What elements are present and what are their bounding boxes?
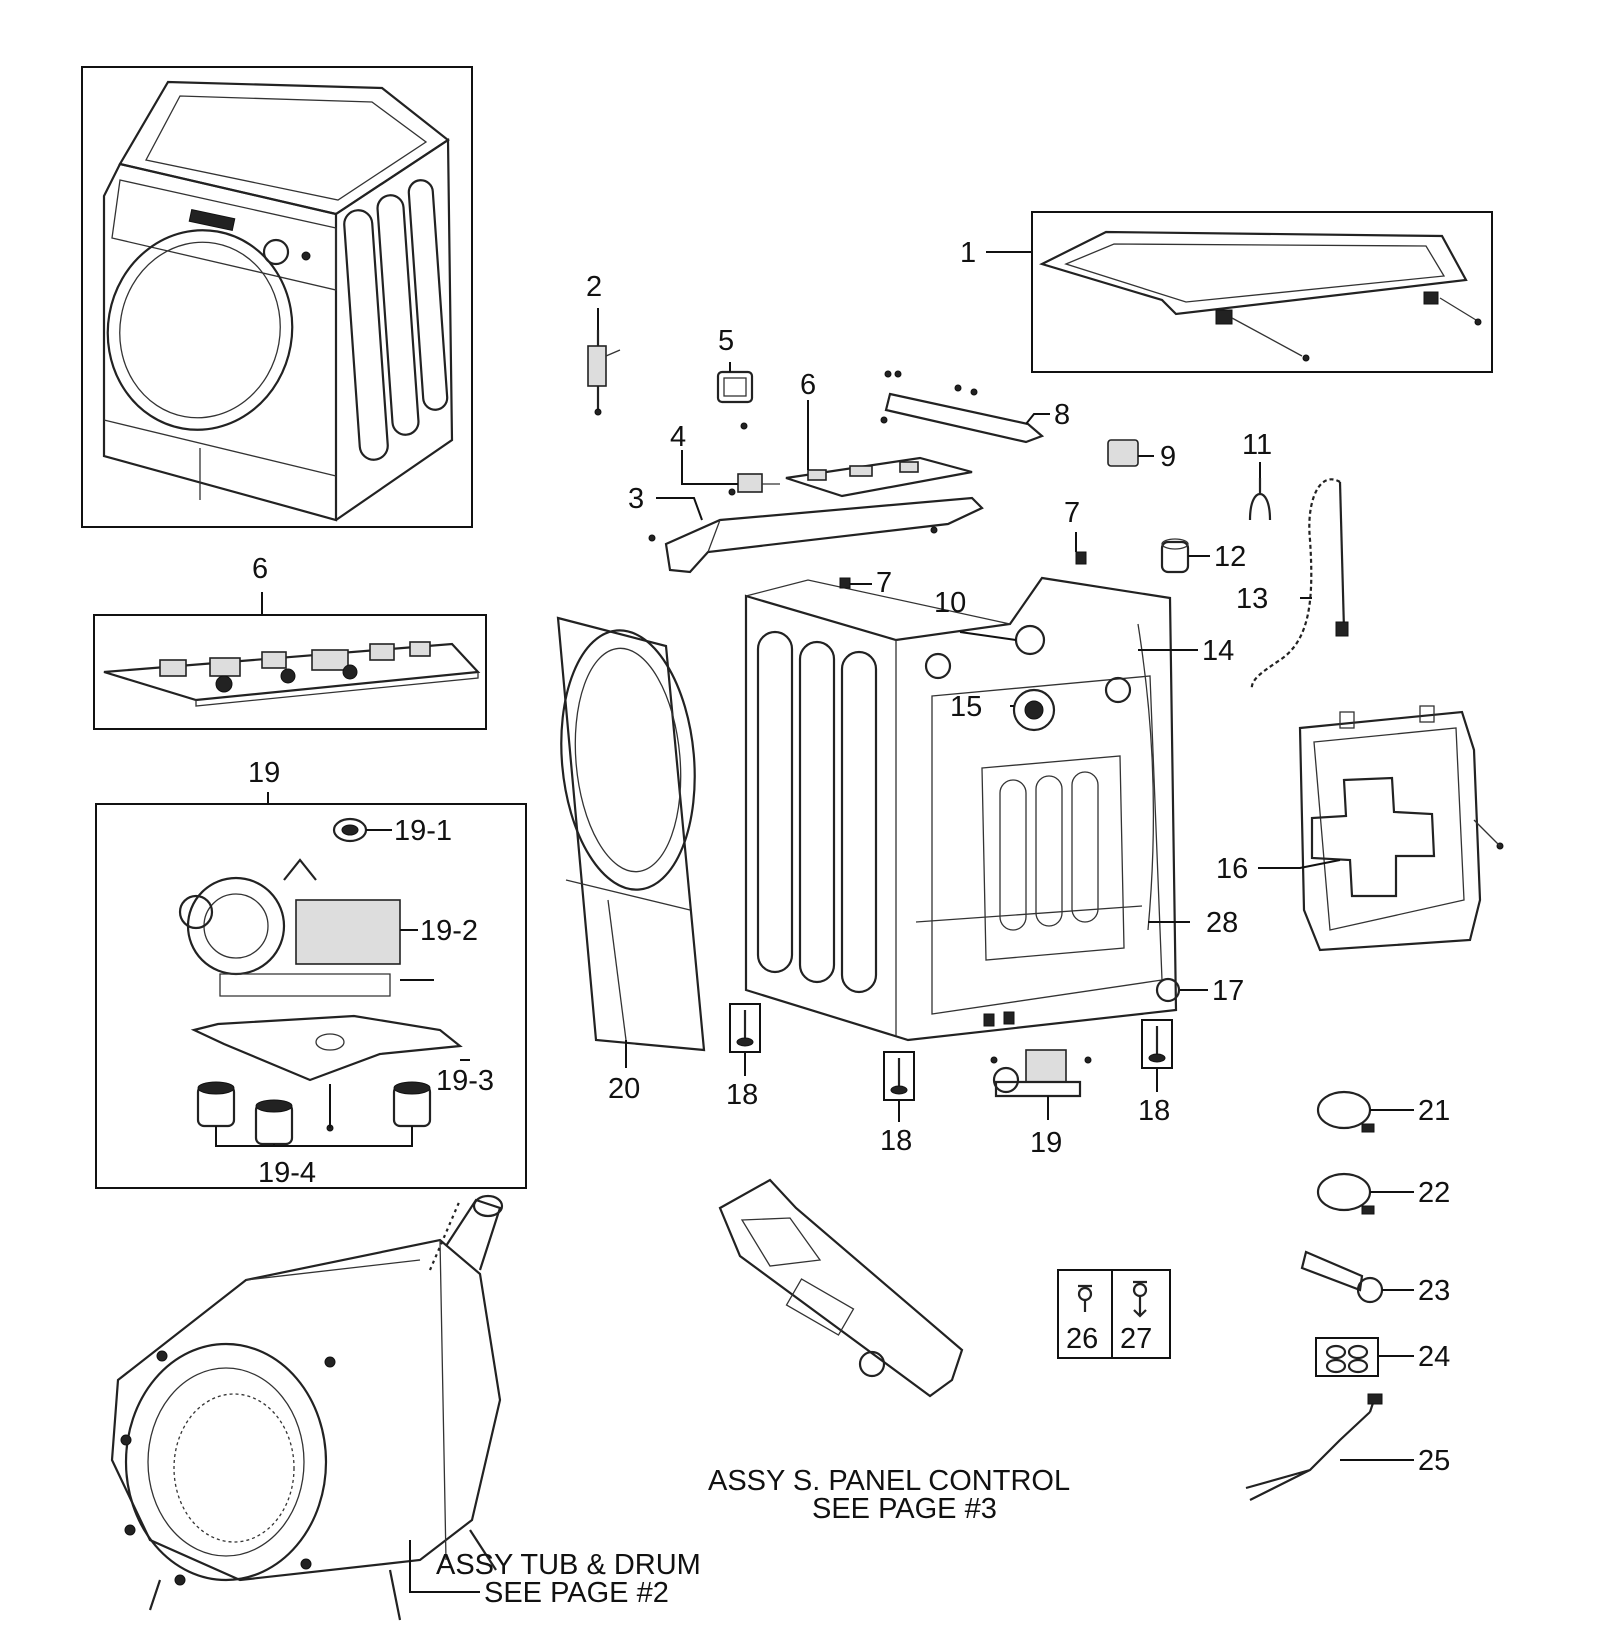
label-5: 5 xyxy=(718,325,734,357)
label-18-left: 18 xyxy=(726,1079,758,1111)
label-20: 20 xyxy=(608,1073,640,1105)
label-11: 11 xyxy=(1242,429,1272,461)
hose-clamp-fork xyxy=(1248,478,1272,521)
part-24-pads xyxy=(1315,1337,1379,1377)
cabinet-frame xyxy=(744,576,1181,1042)
label-22: 22 xyxy=(1418,1177,1450,1209)
top-cover-detail xyxy=(1031,211,1493,373)
label-18-center: 18 xyxy=(880,1125,912,1157)
assembled-washer-illustration xyxy=(81,66,473,528)
inlet-hoses xyxy=(1316,1090,1375,1215)
label-21: 21 xyxy=(1418,1095,1450,1127)
label-6-main: 6 xyxy=(800,369,816,401)
control-board-detail xyxy=(93,614,487,730)
tub-note-line1: ASSY TUB & DRUM xyxy=(436,1549,701,1581)
label-24: 24 xyxy=(1418,1341,1450,1373)
label-23: 23 xyxy=(1418,1275,1450,1307)
part-12-cap xyxy=(1160,538,1190,574)
drain-pump-assembly-detail xyxy=(95,803,527,1189)
label-14: 14 xyxy=(1202,635,1234,667)
label-16: 16 xyxy=(1216,853,1248,885)
parts-26-27-box xyxy=(1057,1269,1171,1359)
label-9: 9 xyxy=(1160,441,1176,473)
callout-labels: 1 2 3 4 5 6 6 7 7 8 9 10 11 12 13 14 15 … xyxy=(248,237,1450,1477)
leader-lines xyxy=(261,251,1414,1593)
label-10: 10 xyxy=(934,587,966,619)
label-19-3: 19-3 xyxy=(436,1065,494,1097)
filter-block xyxy=(716,370,754,404)
label-27: 27 xyxy=(1120,1323,1152,1355)
main-pcb xyxy=(785,456,973,498)
label-7-lower: 7 xyxy=(876,567,892,599)
door-lock-switch xyxy=(737,422,780,493)
label-2: 2 xyxy=(586,271,602,303)
top-bracket xyxy=(880,370,1045,444)
panel-note-line2: SEE PAGE #3 xyxy=(812,1493,997,1525)
front-panel xyxy=(556,616,706,1052)
label-12: 12 xyxy=(1214,541,1246,573)
label-15: 15 xyxy=(950,691,982,723)
reference-notes: ASSY S. PANEL CONTROL SEE PAGE #3 ASSY T… xyxy=(436,1465,1070,1609)
label-18-right: 18 xyxy=(1138,1095,1170,1127)
part-7-block-upper xyxy=(1075,551,1087,565)
label-19-4: 19-4 xyxy=(258,1157,316,1189)
damper-grommets xyxy=(196,1081,432,1146)
label-13: 13 xyxy=(1236,583,1268,615)
wire-harness xyxy=(1245,1399,1376,1501)
tub-and-drum-assembly xyxy=(110,1194,504,1621)
label-19-1: 19-1 xyxy=(394,815,452,847)
pressure-sensor xyxy=(587,330,621,416)
label-7-upper: 7 xyxy=(1064,497,1080,529)
part-7-block-lower xyxy=(839,577,851,589)
label-28: 28 xyxy=(1206,907,1238,939)
control-panel-assembly xyxy=(718,1178,964,1398)
drain-pump xyxy=(990,1049,1092,1098)
drain-hose xyxy=(1250,478,1341,691)
dispenser-housing xyxy=(648,488,984,574)
panel-note-line1: ASSY S. PANEL CONTROL xyxy=(708,1465,1070,1497)
label-4: 4 xyxy=(670,421,686,453)
label-1: 1 xyxy=(960,237,976,269)
part-9-block xyxy=(1107,439,1139,467)
label-17: 17 xyxy=(1212,975,1244,1007)
label-19-main: 19 xyxy=(1030,1127,1062,1159)
rear-cover xyxy=(1298,705,1504,952)
label-26: 26 xyxy=(1066,1323,1098,1355)
heater-element xyxy=(1300,1250,1384,1304)
label-3: 3 xyxy=(628,483,644,515)
label-19-detail: 19 xyxy=(248,757,280,789)
tub-note-line2: SEE PAGE #2 xyxy=(484,1577,669,1609)
label-8: 8 xyxy=(1054,399,1070,431)
label-19-2: 19-2 xyxy=(420,915,478,947)
label-6-detail: 6 xyxy=(252,553,268,585)
label-25: 25 xyxy=(1418,1445,1450,1477)
